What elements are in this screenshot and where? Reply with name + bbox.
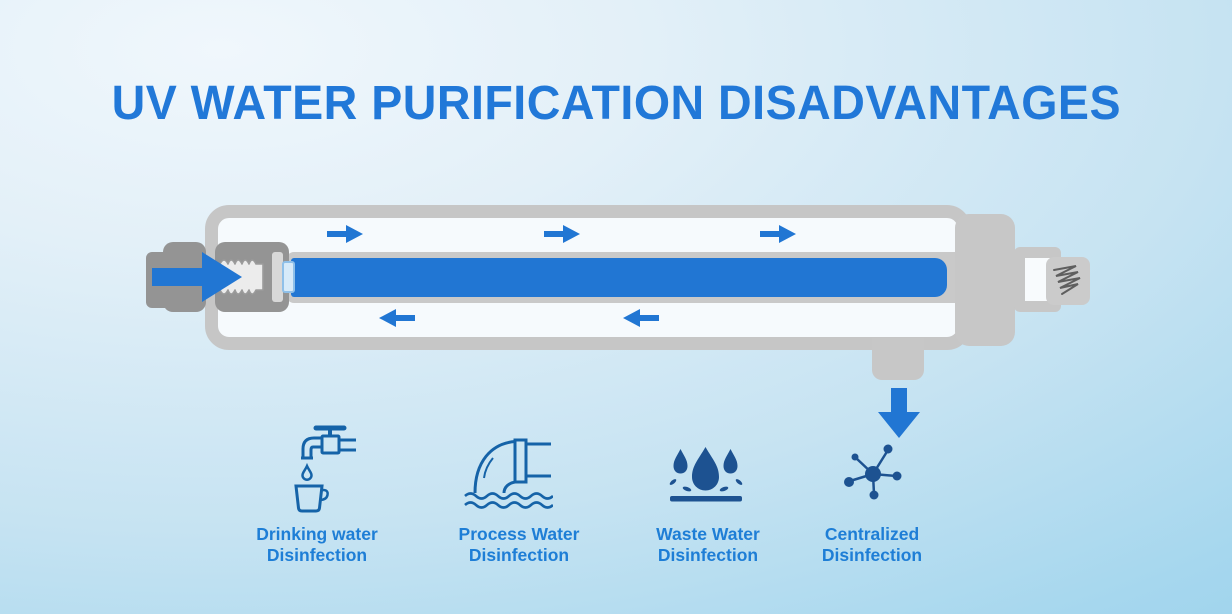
application-label-line2: Disinfection (266, 545, 368, 565)
page-title-text: UV WATER PURIFICATION DISADVANTAGES (111, 77, 1121, 130)
application-item-process-water: Process Water Disinfection (437, 420, 601, 590)
molecule-icon (844, 444, 902, 500)
discharge-pipe-icon (464, 438, 553, 509)
flow-arrow-right-icon (544, 225, 580, 243)
faucet-and-cup-icon (294, 425, 356, 513)
application-label-line1: Centralized (824, 524, 920, 544)
outlet-port (872, 338, 924, 380)
outlet-arrow-down-icon (878, 388, 920, 438)
lamp-flange (272, 252, 283, 302)
application-label-line2: Disinfection (468, 545, 570, 565)
uv-lamp (291, 258, 947, 297)
flow-arrow-right-icon (760, 225, 796, 243)
inlet-arrow-right-icon (152, 252, 242, 302)
end-cap (955, 214, 1015, 346)
application-label: Drinking water Disinfection (237, 524, 397, 566)
application-label-line1: Drinking water (256, 524, 378, 544)
application-label-line1: Waste Water (656, 524, 760, 544)
application-label-line2: Disinfection (657, 545, 759, 565)
spring-icon (1053, 265, 1081, 295)
flow-arrow-left-icon (379, 309, 415, 327)
water-drops-icon (669, 447, 743, 502)
application-label: Centralized Disinfection (792, 524, 952, 566)
page-title: UV WATER PURIFICATION DISADVANTAGES (0, 76, 1232, 131)
application-label-line2: Disinfection (821, 545, 923, 565)
application-item-drinking-water: Drinking water Disinfection (237, 420, 397, 590)
glass-coupling (282, 261, 295, 293)
application-label: Waste Water Disinfection (628, 524, 788, 566)
application-item-waste-water: Waste Water Disinfection (628, 420, 788, 590)
flow-arrow-right-icon (327, 225, 363, 243)
flow-arrow-left-icon (623, 309, 659, 327)
application-label-line1: Process Water (458, 524, 580, 544)
application-item-centralized: Centralized Disinfection (792, 420, 952, 590)
application-label: Process Water Disinfection (437, 524, 601, 566)
